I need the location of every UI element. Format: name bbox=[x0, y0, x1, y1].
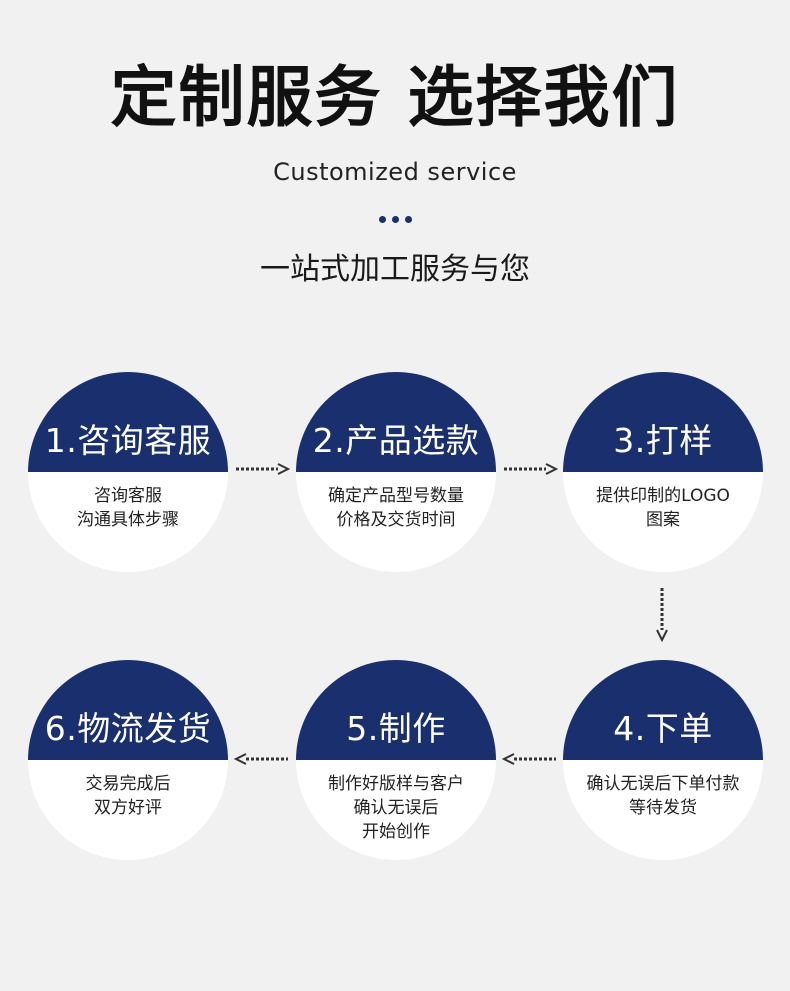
dashed-arrow-left-icon bbox=[502, 753, 556, 765]
step-description-line: 沟通具体步骤 bbox=[77, 510, 179, 530]
step-description-line: 开始创作 bbox=[362, 822, 430, 842]
step-title: 3.打样 bbox=[563, 372, 763, 472]
page-title: 定制服务 选择我们 bbox=[110, 59, 680, 136]
dashed-arrow-icon bbox=[504, 463, 558, 475]
step-sample: 3.打样 提供印制的LOGO 图案 bbox=[563, 372, 763, 572]
divider-dots bbox=[0, 216, 790, 223]
step-description-line: 交易完成后 bbox=[85, 774, 171, 794]
step-description-line: 制作好版样与客户 bbox=[328, 774, 464, 794]
tagline: 一站式加工服务与您 bbox=[260, 252, 530, 287]
step-shipping: 6.物流发货 交易完成后 双方好评 bbox=[28, 660, 228, 860]
step-title: 4.下单 bbox=[563, 660, 763, 760]
step-consult: 1.咨询客服 咨询客服 沟通具体步骤 bbox=[28, 372, 228, 572]
step-production: 5.制作 制作好版样与客户 确认无误后 开始创作 bbox=[296, 660, 496, 860]
dashed-arrow-down-icon bbox=[656, 588, 668, 642]
step-product-select: 2.产品选款 确定产品型号数量 价格及交货时间 bbox=[296, 372, 496, 572]
step-description: 咨询客服 沟通具体步骤 bbox=[28, 472, 228, 532]
dashed-arrow-left-icon bbox=[234, 753, 288, 765]
step-order: 4.下单 确认无误后下单付款 等待发货 bbox=[563, 660, 763, 860]
dashed-arrow-icon bbox=[236, 463, 290, 475]
step-title: 6.物流发货 bbox=[28, 660, 228, 760]
page-subtitle: Customized service bbox=[273, 158, 517, 186]
step-title: 2.产品选款 bbox=[296, 372, 496, 472]
step-description: 确定产品型号数量 价格及交货时间 bbox=[296, 472, 496, 532]
step-title: 1.咨询客服 bbox=[28, 372, 228, 472]
step-description: 确认无误后下单付款 等待发货 bbox=[563, 760, 763, 820]
step-description-line: 确认无误后下单付款 bbox=[586, 774, 740, 794]
step-description-line: 双方好评 bbox=[94, 798, 162, 818]
step-description: 交易完成后 双方好评 bbox=[28, 760, 228, 820]
step-description: 提供印制的LOGO 图案 bbox=[563, 472, 763, 532]
step-description: 制作好版样与客户 确认无误后 开始创作 bbox=[296, 760, 496, 844]
step-description-line: 等待发货 bbox=[629, 798, 697, 818]
step-title: 5.制作 bbox=[296, 660, 496, 760]
step-description-line: 提供印制的LOGO bbox=[596, 486, 730, 506]
step-description-line: 价格及交货时间 bbox=[336, 510, 456, 530]
step-description-line: 确认无误后 bbox=[353, 798, 439, 818]
step-description-line: 图案 bbox=[646, 510, 680, 530]
step-description-line: 确定产品型号数量 bbox=[328, 486, 464, 506]
step-description-line: 咨询客服 bbox=[94, 486, 162, 506]
